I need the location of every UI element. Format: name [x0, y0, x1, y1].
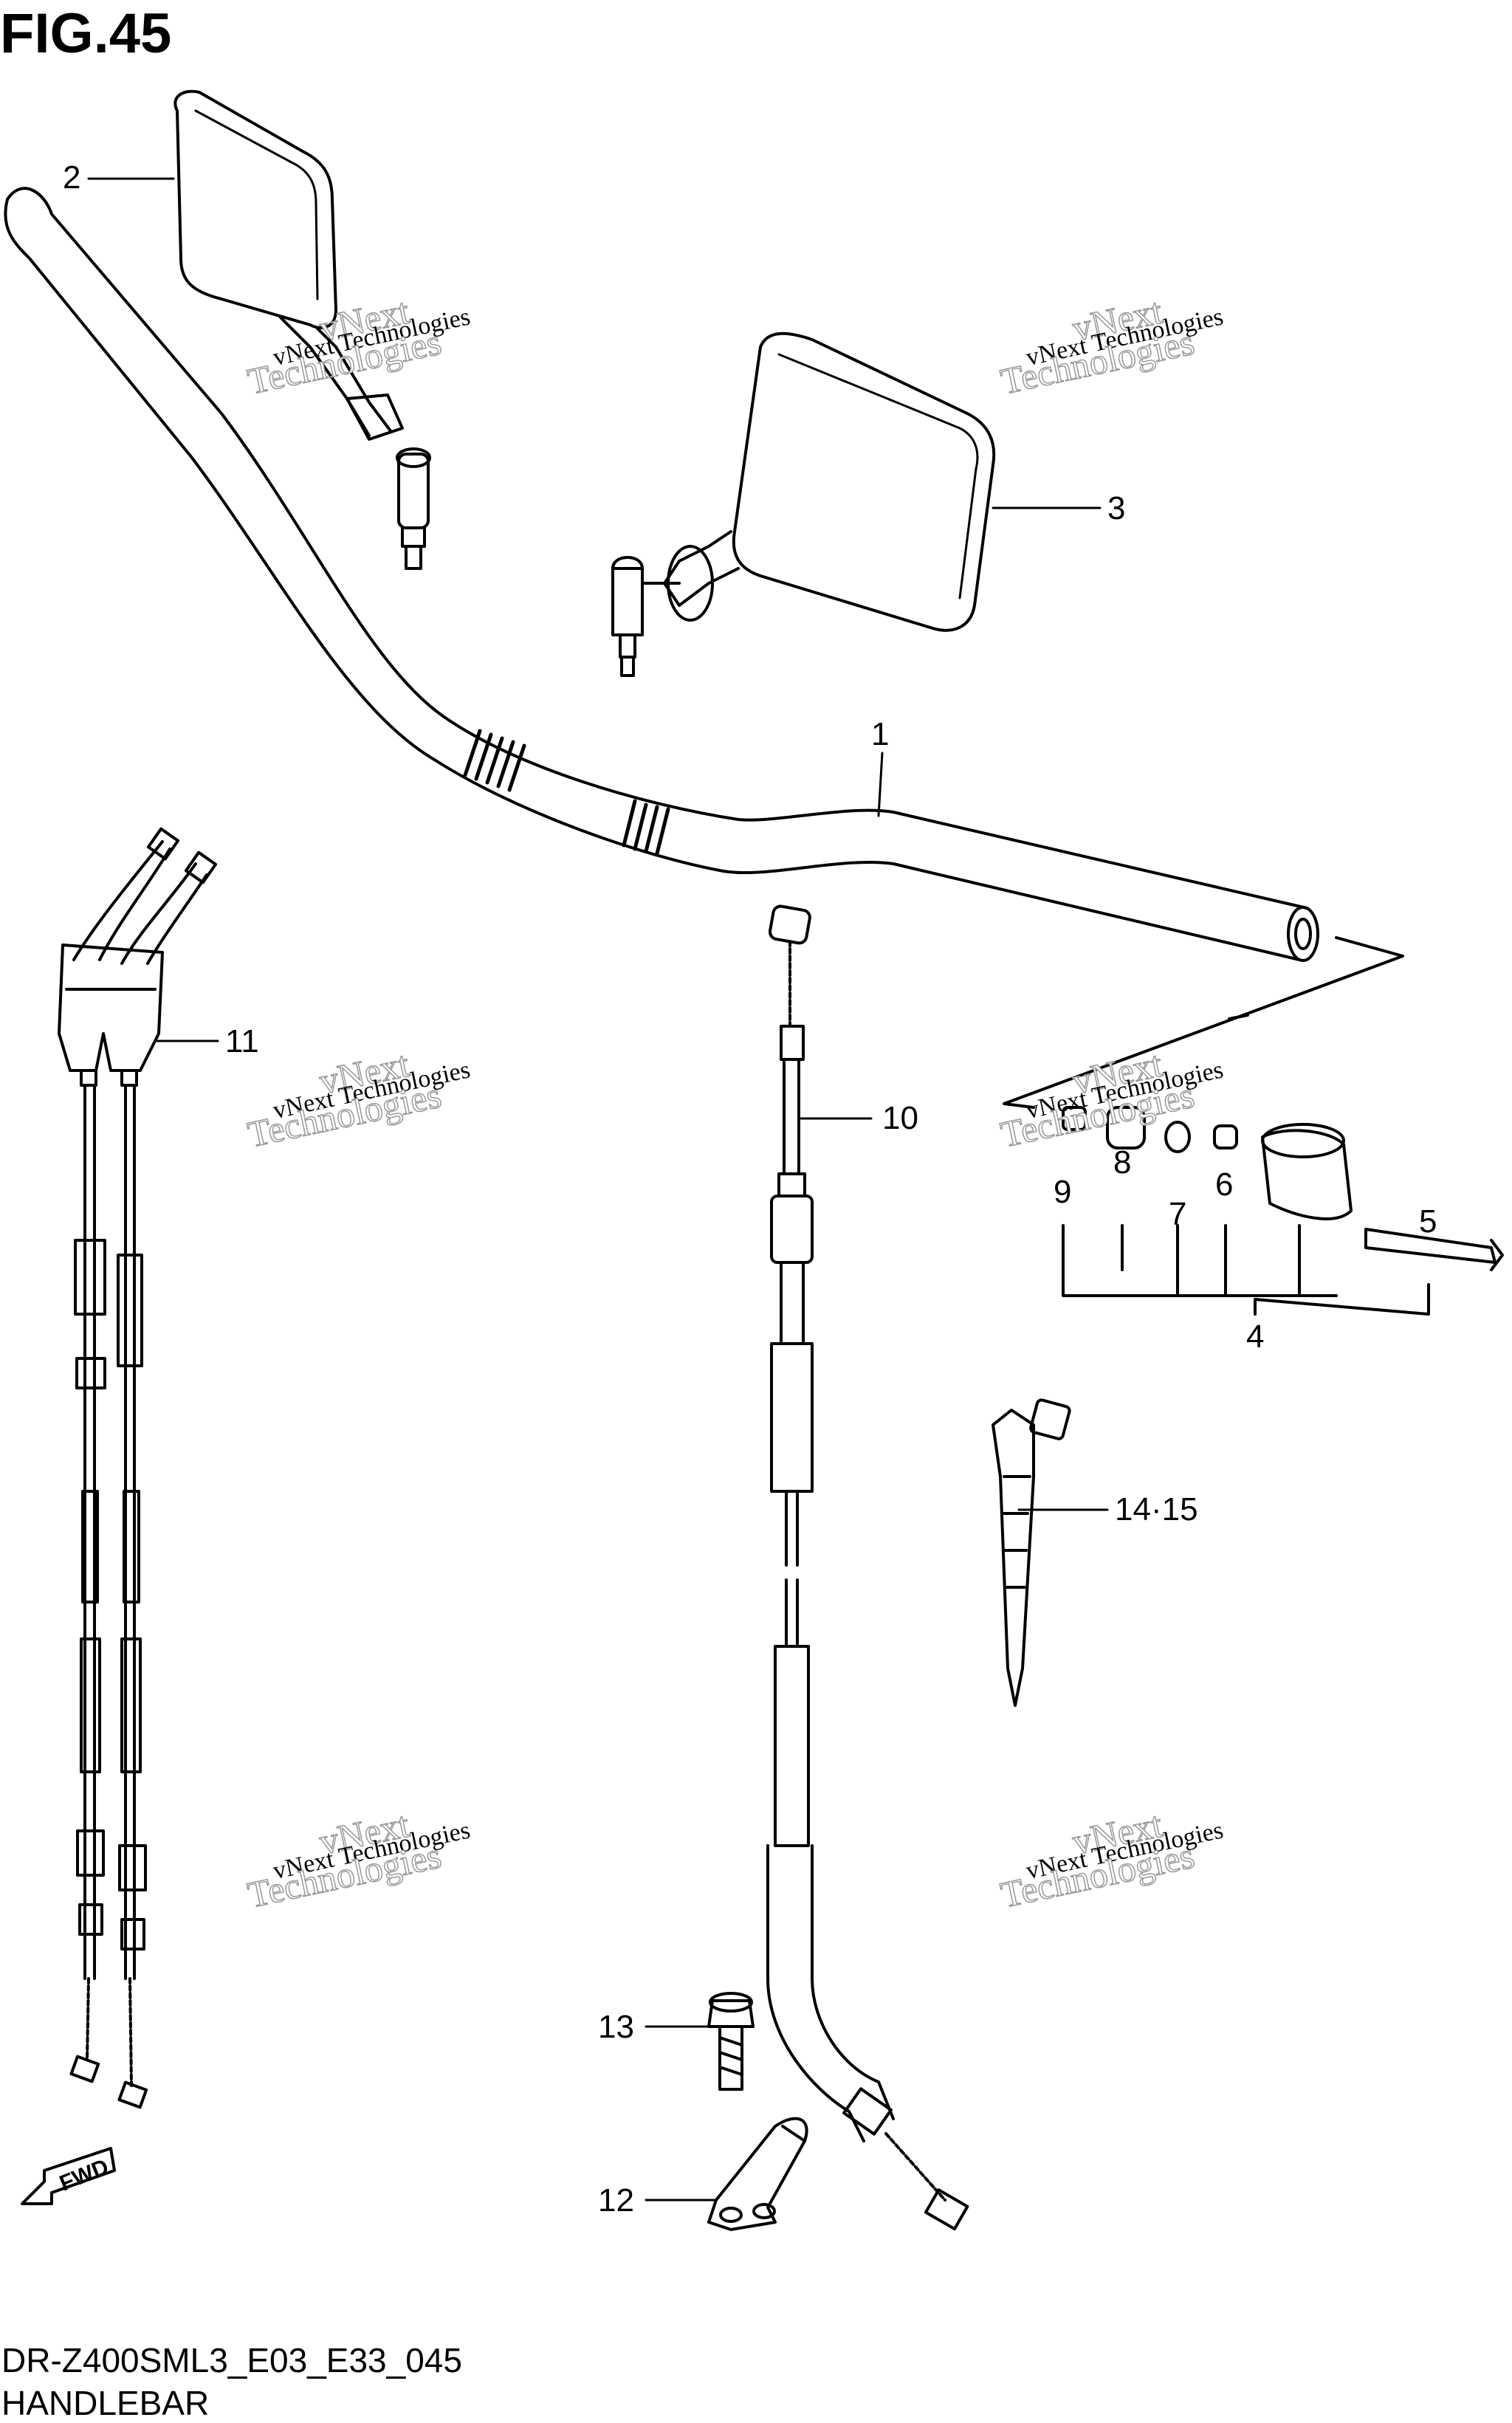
figure-title: FIG.45	[0, 2, 172, 65]
callout-6: 6	[1215, 1166, 1234, 1203]
callout-12: 12	[598, 2182, 634, 2218]
callout-2: 2	[63, 159, 81, 196]
bolt	[707, 1992, 755, 2091]
callout-8: 8	[1113, 1144, 1132, 1180]
callout-5: 5	[1419, 1203, 1437, 1240]
fwd-arrow	[21, 2147, 116, 2205]
leader-lines	[87, 177, 1109, 2202]
handlebar	[4, 187, 1319, 962]
callout-7: 7	[1169, 1196, 1187, 1232]
left-mirror	[173, 89, 431, 570]
throttle-cables	[58, 827, 218, 2109]
callout-13: 13	[598, 2009, 634, 2045]
callout-10: 10	[882, 1100, 918, 1136]
callout-9: 9	[1054, 1174, 1072, 1210]
right-mirror	[611, 331, 996, 677]
clutch-cable	[766, 904, 969, 2231]
cable-tie	[992, 1398, 1071, 1707]
callout-11: 11	[225, 1023, 259, 1059]
callout-4: 4	[1246, 1319, 1265, 1355]
callout-14-15: 14·15	[1115, 1491, 1198, 1527]
callout-3: 3	[1107, 490, 1126, 526]
bar-end-weight-assembly	[1003, 936, 1504, 1316]
callout-1: 1	[871, 716, 890, 752]
bracket	[707, 2117, 808, 2231]
figure-code: DR-Z400SML3_E03_E33_045	[1, 2341, 462, 2379]
figure-name: HANDLEBAR	[1, 2384, 210, 2422]
